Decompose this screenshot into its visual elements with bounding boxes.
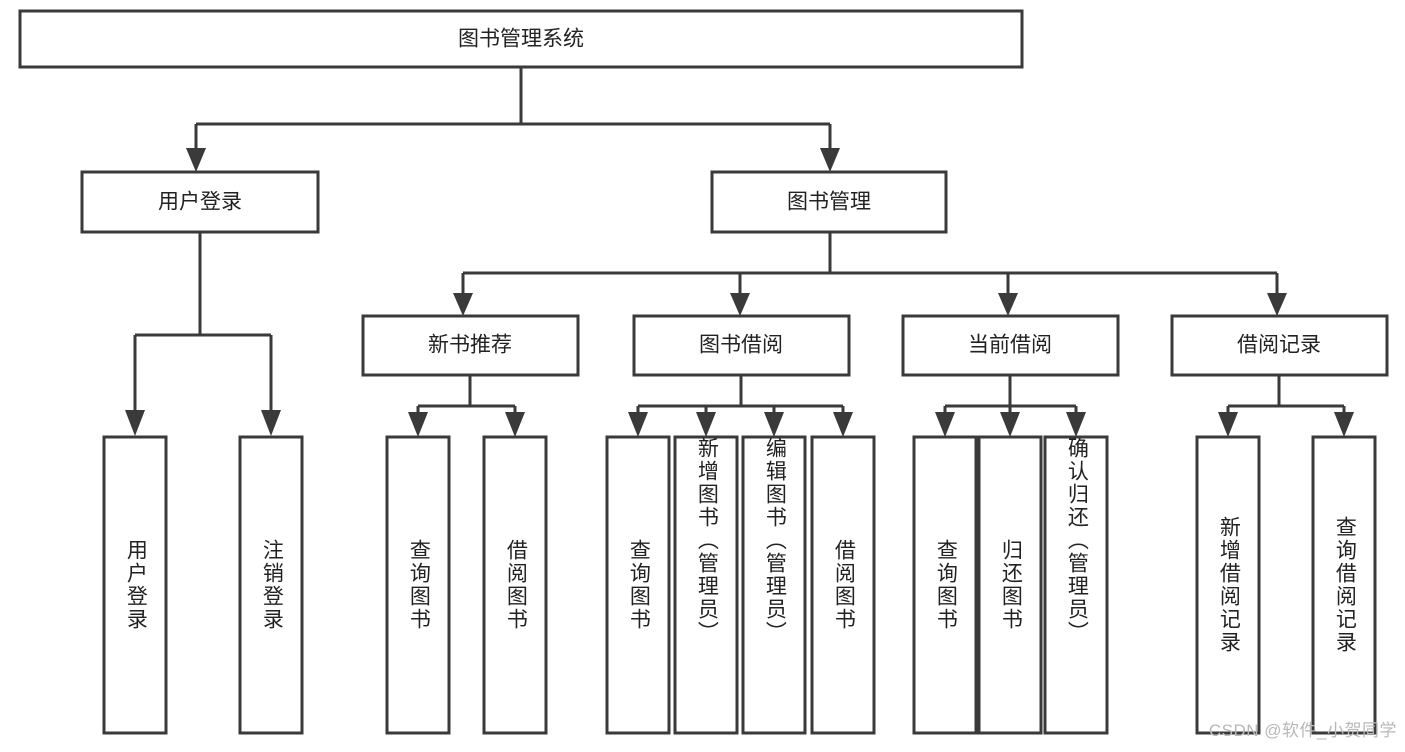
arrow-head-record-1 (1218, 412, 1238, 437)
arrow-head-bookmgmt-4 (1267, 293, 1287, 316)
arrow-head-bookmgmt-1 (453, 293, 473, 316)
leaf-box-current-borrow-2[interactable] (1043, 435, 1109, 735)
arrow-head-userlogin-2 (261, 410, 281, 436)
arrow-head-borrow-3 (764, 412, 784, 437)
node-root-box[interactable] (18, 9, 1024, 69)
node-new-book-recommend[interactable]: 新书推荐 (361, 314, 580, 377)
arrow-head-newbook-2 (505, 412, 525, 437)
node-book-management-label: 图书管理 (787, 191, 871, 214)
node-book-borrow[interactable]: 图书借阅 (632, 314, 851, 377)
node-current-borrow-box[interactable] (901, 314, 1120, 377)
arrow-head-borrow-4 (833, 412, 853, 437)
leaf-boxes-new-book-recommend (385, 435, 548, 735)
connector-currentborrow-to-leaves (935, 375, 1086, 437)
leaf-box-borrow-record-0[interactable] (1195, 435, 1261, 735)
arrow-head-currentborrow-3 (1066, 412, 1086, 437)
node-book-management-box[interactable] (710, 170, 948, 234)
arrow-head-currentborrow-1 (935, 412, 955, 437)
connector-userlogin-to-leaves (125, 232, 281, 436)
leaf-box-current-borrow-1[interactable] (977, 435, 1043, 735)
connector-bookmgmt-to-level3 (453, 232, 1287, 316)
node-borrow-record-label: 借阅记录 (1237, 334, 1321, 357)
leaf-box-book-borrow-0[interactable] (605, 435, 671, 735)
node-root-label: 图书管理系统 (458, 28, 584, 51)
leaf-box-borrow-record-1[interactable] (1311, 435, 1377, 735)
arrow-head-root-1 (186, 148, 206, 172)
leaf-box-book-borrow-3[interactable] (810, 435, 876, 735)
node-current-borrow[interactable]: 当前借阅 (901, 314, 1120, 377)
node-root[interactable]: 图书管理系统 (18, 9, 1024, 69)
leaf-box-user-login-1[interactable] (238, 435, 304, 735)
leaf-box-book-borrow-1[interactable] (673, 435, 739, 735)
connector-borrow-to-leaves (628, 375, 853, 437)
connector-root-to-level2 (186, 67, 840, 172)
leaf-boxes-book-borrow (605, 435, 876, 735)
leaf-box-current-borrow-0[interactable] (912, 435, 978, 735)
leaf-box-book-borrow-2[interactable] (741, 435, 807, 735)
leaf-box-new-book-0[interactable] (385, 435, 451, 735)
node-current-borrow-label: 当前借阅 (968, 334, 1052, 357)
node-user-login-label: 用户登录 (158, 191, 242, 214)
leaf-boxes-borrow-record (1195, 435, 1377, 735)
node-book-borrow-box[interactable] (632, 314, 851, 377)
node-user-login[interactable]: 用户登录 (80, 170, 320, 234)
leaf-boxes-current-borrow (912, 435, 1109, 735)
arrow-head-borrow-1 (628, 412, 648, 437)
arrow-head-bookmgmt-3 (998, 293, 1018, 316)
leaf-boxes-user-login (102, 435, 304, 735)
watermark-text: CSDN @软件_小贺同学 (1208, 721, 1397, 740)
node-user-login-box[interactable] (80, 170, 320, 234)
connector-record-to-leaves (1218, 375, 1354, 437)
node-new-book-recommend-label: 新书推荐 (428, 334, 512, 357)
arrow-head-bookmgmt-2 (730, 293, 750, 316)
leaf-box-new-book-1[interactable] (482, 435, 548, 735)
node-borrow-record[interactable]: 借阅记录 (1170, 314, 1389, 377)
arrow-head-root-2 (820, 148, 840, 172)
node-new-book-recommend-box[interactable] (361, 314, 580, 377)
arrow-head-record-2 (1334, 412, 1354, 437)
node-borrow-record-box[interactable] (1170, 314, 1389, 377)
arrow-head-borrow-2 (696, 412, 716, 437)
connector-newbook-to-leaves (408, 375, 525, 437)
leaf-box-user-login-0[interactable] (102, 435, 168, 735)
arrow-head-newbook-1 (408, 412, 428, 437)
node-book-management[interactable]: 图书管理 (710, 170, 948, 234)
arrow-head-userlogin-1 (125, 410, 145, 436)
arrow-head-currentborrow-2 (1000, 412, 1020, 437)
node-book-borrow-label: 图书借阅 (699, 334, 783, 357)
